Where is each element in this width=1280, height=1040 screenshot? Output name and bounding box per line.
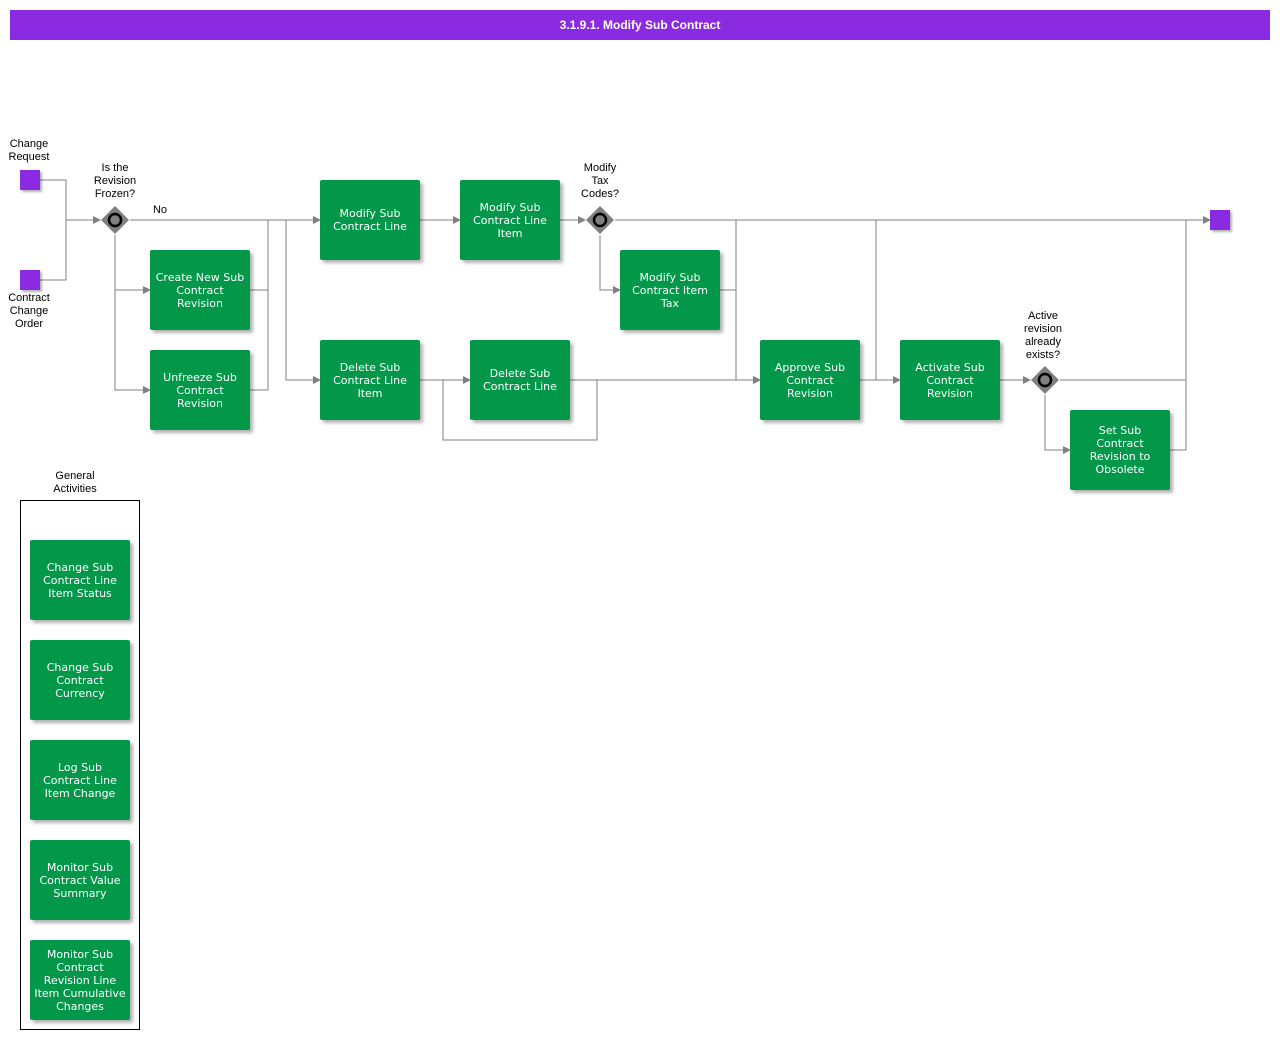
- task-modify-sub-contract-item-tax[interactable]: Modify Sub Contract Item Tax: [620, 250, 720, 330]
- task-delete-sub-contract-line[interactable]: Delete Sub Contract Line: [470, 340, 570, 420]
- task-label: Monitor Sub Contract Value Summary: [39, 860, 121, 900]
- general-activity-item[interactable]: Change Sub Contract Currency: [30, 640, 130, 720]
- flow-change-request: [40, 179, 101, 224]
- general-activity-item[interactable]: Monitor Sub Contract Revision Line Item …: [30, 940, 130, 1020]
- flow-unfreeze-out: [250, 290, 269, 391]
- change-request-label: Change Request: [8, 138, 50, 163]
- flow-create-revision-out: [250, 220, 269, 291]
- flow-active-to-end: [1060, 220, 1187, 381]
- flow-item-tax-out: [720, 220, 737, 291]
- task-label: Modify Sub Contract Line: [333, 207, 407, 233]
- task-label: Change Sub Contract Currency: [46, 660, 114, 700]
- task-label: Modify Sub Contract Line Item: [473, 200, 547, 240]
- flow-to-obsolete: [1044, 395, 1071, 454]
- flow-to-create-revision: [114, 235, 151, 294]
- task-label: Set Sub Contract Revision to Obsolete: [1089, 424, 1151, 476]
- task-label: Modify Sub Contract Item Tax: [632, 270, 708, 310]
- task-set-sub-contract-revision-obsolete[interactable]: Set Sub Contract Revision to Obsolete: [1070, 410, 1170, 490]
- general-activities-group: [20, 500, 140, 1030]
- task-label: Delete Sub Contract Line: [483, 367, 557, 393]
- task-unfreeze-sub-contract-revision[interactable]: Unfreeze Sub Contract Revision: [150, 350, 250, 430]
- flow-to-approve: [735, 290, 761, 384]
- task-approve-sub-contract-revision[interactable]: Approve Sub Contract Revision: [760, 340, 860, 420]
- flow-to-unfreeze: [114, 290, 151, 394]
- task-label: Monitor Sub Contract Revision Line Item …: [34, 947, 126, 1013]
- task-modify-sub-contract-line[interactable]: Modify Sub Contract Line: [320, 180, 420, 260]
- end-event[interactable]: [1210, 210, 1230, 230]
- flow-to-delete-line-item: [285, 220, 321, 384]
- task-label: Change Sub Contract Line Item Status: [43, 560, 117, 600]
- gateway-revision-frozen-label: Is the Revision Frozen?: [93, 162, 137, 200]
- task-label: Activate Sub Contract Revision: [915, 360, 985, 400]
- task-create-new-sub-contract-revision[interactable]: Create New Sub Contract Revision: [150, 250, 250, 330]
- general-activity-item[interactable]: Log Sub Contract Line Item Change: [30, 740, 130, 820]
- contract-change-order-label: Contract Change Order: [8, 292, 50, 330]
- diagram-title: 3.1.9.1. Modify Sub Contract: [10, 10, 1270, 40]
- task-activate-sub-contract-revision[interactable]: Activate Sub Contract Revision: [900, 340, 1000, 420]
- task-delete-sub-contract-line-item[interactable]: Delete Sub Contract Line Item: [320, 340, 420, 420]
- task-label: Log Sub Contract Line Item Change: [43, 760, 117, 800]
- task-label: Create New Sub Contract Revision: [155, 270, 245, 310]
- start-event-change-request[interactable]: [20, 170, 40, 190]
- task-label: Delete Sub Contract Line Item: [333, 360, 407, 400]
- flow-to-item-tax: [599, 235, 621, 294]
- gateway-modify-tax-codes-label: Modify Tax Codes?: [581, 162, 619, 200]
- general-activity-item[interactable]: Monitor Sub Contract Value Summary: [30, 840, 130, 920]
- start-event-contract-change-order[interactable]: [20, 270, 40, 290]
- flow-delete-line-bypass: [442, 380, 598, 441]
- general-activities-title: General Activities: [53, 470, 97, 495]
- task-label: Unfreeze Sub Contract Revision: [163, 370, 237, 410]
- gateway-active-revision-label: Active revision already exists?: [1024, 310, 1062, 361]
- task-label: Approve Sub Contract Revision: [774, 360, 846, 400]
- gateway-revision-frozen[interactable]: [100, 205, 130, 235]
- flow-label-no: No: [152, 204, 168, 216]
- flow-obsolete-out: [1170, 380, 1187, 451]
- flow-change-order: [40, 220, 67, 281]
- general-activity-item[interactable]: Change Sub Contract Line Item Status: [30, 540, 130, 620]
- task-modify-sub-contract-line-item[interactable]: Modify Sub Contract Line Item: [460, 180, 560, 260]
- gateway-modify-tax-codes[interactable]: [585, 205, 615, 235]
- gateway-active-revision[interactable]: [1030, 365, 1060, 395]
